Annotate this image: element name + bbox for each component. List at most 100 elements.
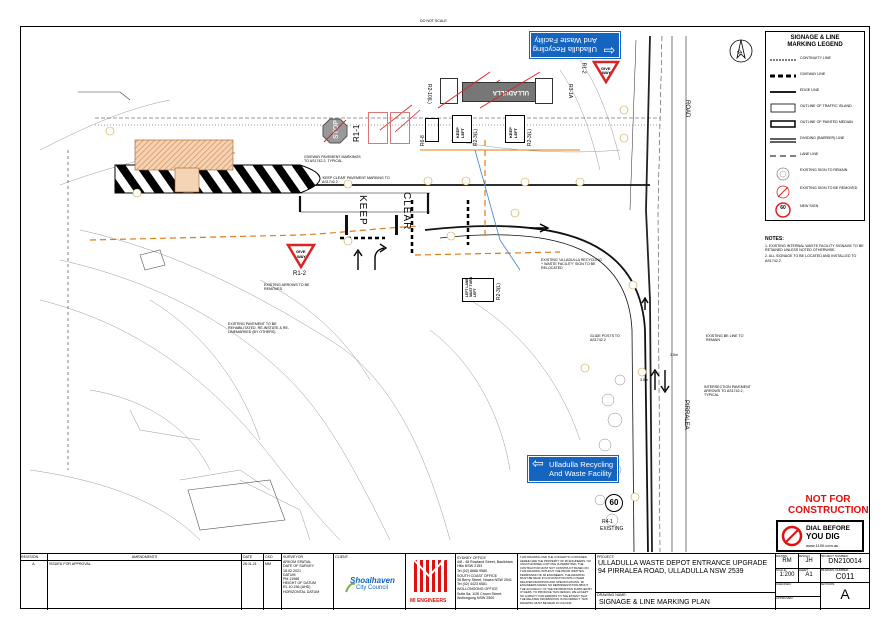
drawing-info: DRAWN: RM DESIGN: JH PROJECT NUMBER: DN2…: [776, 554, 870, 610]
rev-header: REVISION: [20, 554, 47, 562]
removed-sign-symbol: [776, 185, 790, 199]
revision-letter: A: [840, 586, 850, 603]
dimension-1: 3.5m: [670, 353, 678, 357]
arrow-left-icon: ⇦: [603, 43, 615, 59]
legend-item: DIVIDING (BARRIER) LINE: [766, 132, 864, 148]
keep-left-sign-1: KEEP LEFT: [452, 115, 472, 143]
note-item: 1. EXISTING INTERNAL WASTE FACILITY SIGN…: [765, 244, 864, 253]
not-for-construction: NOT FOR CONSTRUCTION: [788, 494, 869, 516]
sign-top-line2: And Waste Facility: [534, 36, 597, 45]
existing-label: EXISTING: [600, 526, 624, 532]
drawing-sheet: [20, 26, 870, 609]
mi-engineers-logo-icon: [413, 559, 447, 592]
dial-before-you-dig-logo: DIAL BEFORE YOU DIG www.1100.com.au: [776, 520, 864, 552]
drawing-name: SIGNAGE & LINE MARKING PLAN: [599, 599, 710, 606]
painted-median-symbol: [770, 120, 796, 128]
legend-title-2: MARKING LEGEND: [787, 42, 843, 48]
note-keep-clear: 'KEEP CLEAR' PAVEMENT MARKING TO AS1742.…: [322, 176, 390, 185]
notes-block: NOTES: 1. EXISTING INTERNAL WASTE FACILI…: [765, 236, 865, 263]
legend-item: EXISTING SIGN TO BE REMOVED: [766, 182, 864, 200]
firm-logo: MI ENGINEERS: [406, 554, 456, 610]
sign-code-r6-8: R6-8: [420, 135, 426, 146]
date-header: DATE: [242, 554, 263, 562]
council-logo-text: Shoalhaven: [350, 576, 395, 585]
sign-top-line1: Ulladulla Recycling: [532, 45, 597, 54]
legend-item: EXISTING SIGN TO REMAIN: [766, 164, 864, 182]
ulladulla-recycling-sign-bottom: ⇦ Ulladulla Recycling And Waste Facility: [527, 455, 619, 483]
rev-value: A: [32, 562, 35, 567]
left-lane-turn-sign: LEFT LANE MUST TURN LEFT: [462, 277, 494, 302]
continuity-line-symbol: [770, 59, 796, 61]
survey-info: SURVEYOR ARKOM SPATIAL DATE OF SURVEY 18…: [282, 554, 334, 610]
legend-item: LANE LINE: [766, 148, 864, 164]
ref-circles: [105, 105, 647, 502]
svg-text:WAY: WAY: [297, 254, 306, 259]
removed-sign-cross: [437, 71, 541, 109]
sign-code-r1-1: R1-1: [352, 124, 361, 142]
traffic-island-symbol: [770, 103, 796, 113]
pavement-arrows: [353, 223, 670, 394]
svg-text:GIVE: GIVE: [601, 66, 611, 71]
council-logo-icon: [345, 582, 356, 593]
ulladulla-recycling-sign-top: ⇦ Ulladulla Recycling And Waste Facility: [529, 31, 621, 59]
sign-bottom-line2: And Waste Facility: [549, 469, 612, 478]
barrier-line-symbol: [770, 138, 796, 143]
amendments-header: AMENDMENTS: [48, 554, 241, 562]
firm-name: MI ENGINEERS: [410, 598, 447, 604]
lane-line-symbol: [770, 155, 796, 157]
road-label: ROAD: [684, 100, 690, 118]
drawn-value: RM: [782, 558, 792, 565]
legend-item: 60 NEW SIGN: [766, 200, 864, 218]
sign-bottom-line1: Ulladulla Recycling: [549, 460, 614, 469]
keep-left-sign-2: KEEP LEFT: [505, 115, 525, 143]
council-logo-subtext: City Council: [356, 585, 389, 591]
design-value: JH: [805, 558, 813, 565]
new-sign-value: 60: [780, 205, 786, 211]
copyright-notice: THIS DRAWING AND THE CONCEPTS CONTAINED …: [518, 554, 596, 610]
project-number: DN210014: [828, 558, 862, 566]
title-block: REVISION A AMENDMENTS ISSUED FOR APPROVA…: [20, 553, 870, 610]
hatched-island: [134, 139, 234, 171]
give-way-sign-left: GIVE WAY: [286, 243, 316, 269]
edge-line-symbol: [770, 91, 796, 93]
sheet-size: A1: [805, 572, 813, 579]
removed-sign-2: [390, 112, 410, 144]
keep-clear-text-2: CLEAR: [401, 192, 412, 231]
keep-clear-text-1: KEEP: [357, 195, 368, 226]
note-item: 2. ALL SIGNAGE TO BE LOCATED AND INSTALL…: [765, 254, 857, 263]
painted-median: [114, 164, 321, 194]
sign-code-r3-1a: R3-1A: [567, 84, 573, 99]
office-addresses: SYDNEY OFFICE 4/8 - 48 Rowland Street, B…: [456, 554, 518, 610]
site-plan: [29, 35, 687, 553]
speed-limit-sign: [605, 494, 623, 512]
amendment-value: ISSUED FOR APPROVAL: [49, 562, 91, 567]
r6-8-sign: [425, 118, 439, 142]
north-arrow-icon: N: [729, 39, 753, 63]
sign-code-r1-2-top: R1-2: [580, 62, 587, 74]
sign-code-r2-3l: R2-3(L): [473, 129, 479, 146]
scale-value: 1:200: [779, 572, 795, 579]
removed-stop-line-sign: [368, 112, 388, 144]
no-dig-icon: [781, 525, 803, 547]
client-cell: CLIENT: Shoalhaven City Council: [334, 554, 406, 610]
do-not-scale-label: DO NOT SCALE: [420, 19, 447, 23]
ckd-value: MM: [265, 562, 271, 567]
sign-code-r1-2-left: R1-2: [293, 271, 307, 277]
arrow-left-icon: ⇦: [532, 455, 544, 471]
legend-item: GIVEWAY LINE: [766, 68, 864, 84]
legend-item: OUTLINE OF TRAFFIC ISLAND: [766, 100, 864, 116]
give-way-sign-top: GIVE WAY: [592, 60, 620, 84]
pirralea-road-label: PIRRALEA: [683, 400, 689, 430]
signage-legend: SIGNAGE & LINE MARKING LEGEND CONTINUITY…: [765, 31, 865, 221]
small-arrow-sign-right: [535, 78, 553, 104]
notes-title: NOTES:: [765, 236, 784, 242]
legend-item: OUTLINE OF PAINTED MEDIAN: [766, 116, 864, 132]
note-existing-arrows: EXISTING ARROWS TO BE REMOVED: [264, 283, 310, 292]
project-title: ULLADULLA WASTE DEPOT ENTRANCE UPGRADE: [598, 560, 768, 568]
drawing-number: C011: [835, 572, 855, 582]
svg-text:N: N: [737, 49, 744, 56]
sign-code-r2-3l-c: R2-3(L): [496, 283, 502, 300]
svg-text:WAY: WAY: [602, 70, 611, 75]
legend-title-1: SIGNAGE & LINE: [790, 35, 840, 41]
note-existing-line: EXISTING BE LINE TO REMAIN: [706, 334, 744, 343]
